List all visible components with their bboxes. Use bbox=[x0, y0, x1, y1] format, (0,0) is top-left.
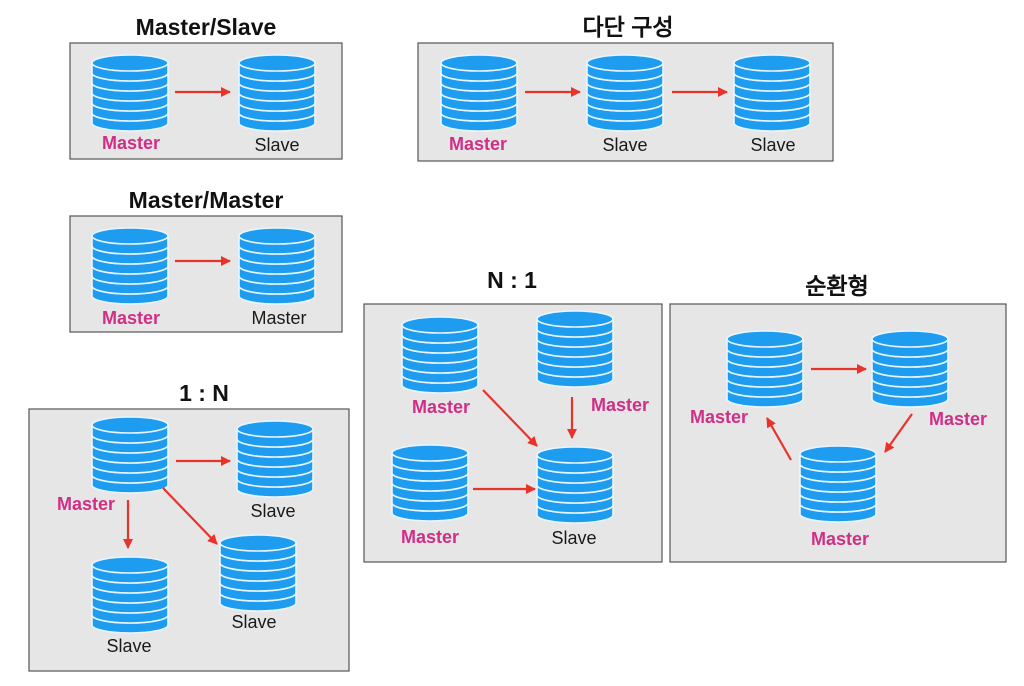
slave-database-icon bbox=[586, 54, 664, 132]
master-database-icon bbox=[238, 227, 316, 305]
section-title: Master/Slave bbox=[136, 14, 277, 40]
master-label: Master bbox=[57, 494, 115, 514]
slave-database-icon bbox=[733, 54, 811, 132]
section-title: 순환형 bbox=[805, 273, 868, 299]
slave-label: Slave bbox=[250, 501, 295, 521]
section-one-to-n: 1 : N Master Slave Slave Slave bbox=[28, 380, 350, 672]
section-title: 다단 구성 bbox=[582, 14, 673, 40]
master-database-icon bbox=[391, 444, 469, 522]
master-label: Master bbox=[412, 397, 470, 417]
slave-database-icon bbox=[219, 534, 297, 612]
section-title: N : 1 bbox=[487, 267, 537, 293]
slave-database-icon bbox=[236, 420, 314, 498]
master-label: Master bbox=[102, 308, 160, 328]
master-database-icon bbox=[91, 54, 169, 132]
master-database-icon bbox=[401, 316, 479, 394]
section-n-to-one: N : 1 Master Master Master Slave bbox=[363, 267, 663, 563]
panel bbox=[669, 303, 1007, 563]
master-database-icon bbox=[91, 227, 169, 305]
master-database-icon bbox=[91, 416, 169, 494]
master-database-icon bbox=[440, 54, 518, 132]
master-label: Master bbox=[811, 529, 869, 549]
slave-label: Slave bbox=[602, 135, 647, 155]
master-database-icon bbox=[536, 310, 614, 388]
section-circular: 순환형 Master Master Master bbox=[669, 273, 1007, 563]
master-label: Master bbox=[251, 308, 306, 328]
slave-database-icon bbox=[91, 556, 169, 634]
section-master-master: Master/Master Master Master bbox=[69, 187, 343, 333]
master-label: Master bbox=[449, 134, 507, 154]
replication-arrow-icon bbox=[162, 487, 218, 545]
slave-label: Slave bbox=[106, 636, 151, 656]
slave-database-icon bbox=[536, 446, 614, 524]
master-label: Master bbox=[690, 407, 748, 427]
section-multi-tier: 다단 구성 Master Slave Slave bbox=[417, 14, 834, 162]
master-label: Master bbox=[102, 133, 160, 153]
slave-database-icon bbox=[238, 54, 316, 132]
slave-label: Slave bbox=[254, 135, 299, 155]
master-label: Master bbox=[929, 409, 987, 429]
slave-label: Slave bbox=[551, 528, 596, 548]
slave-label: Slave bbox=[750, 135, 795, 155]
master-label: Master bbox=[591, 395, 649, 415]
replication-arrow-icon bbox=[766, 417, 792, 461]
master-label: Master bbox=[401, 527, 459, 547]
replication-arrow-icon bbox=[482, 389, 538, 447]
replication-arrow-icon bbox=[884, 413, 913, 453]
section-title: 1 : N bbox=[179, 380, 229, 406]
section-master-slave: Master/Slave Master Slave bbox=[69, 14, 343, 160]
slave-label: Slave bbox=[231, 612, 276, 632]
master-database-icon bbox=[726, 330, 804, 408]
master-database-icon bbox=[799, 445, 877, 523]
section-title: Master/Master bbox=[129, 187, 284, 213]
master-database-icon bbox=[871, 330, 949, 408]
